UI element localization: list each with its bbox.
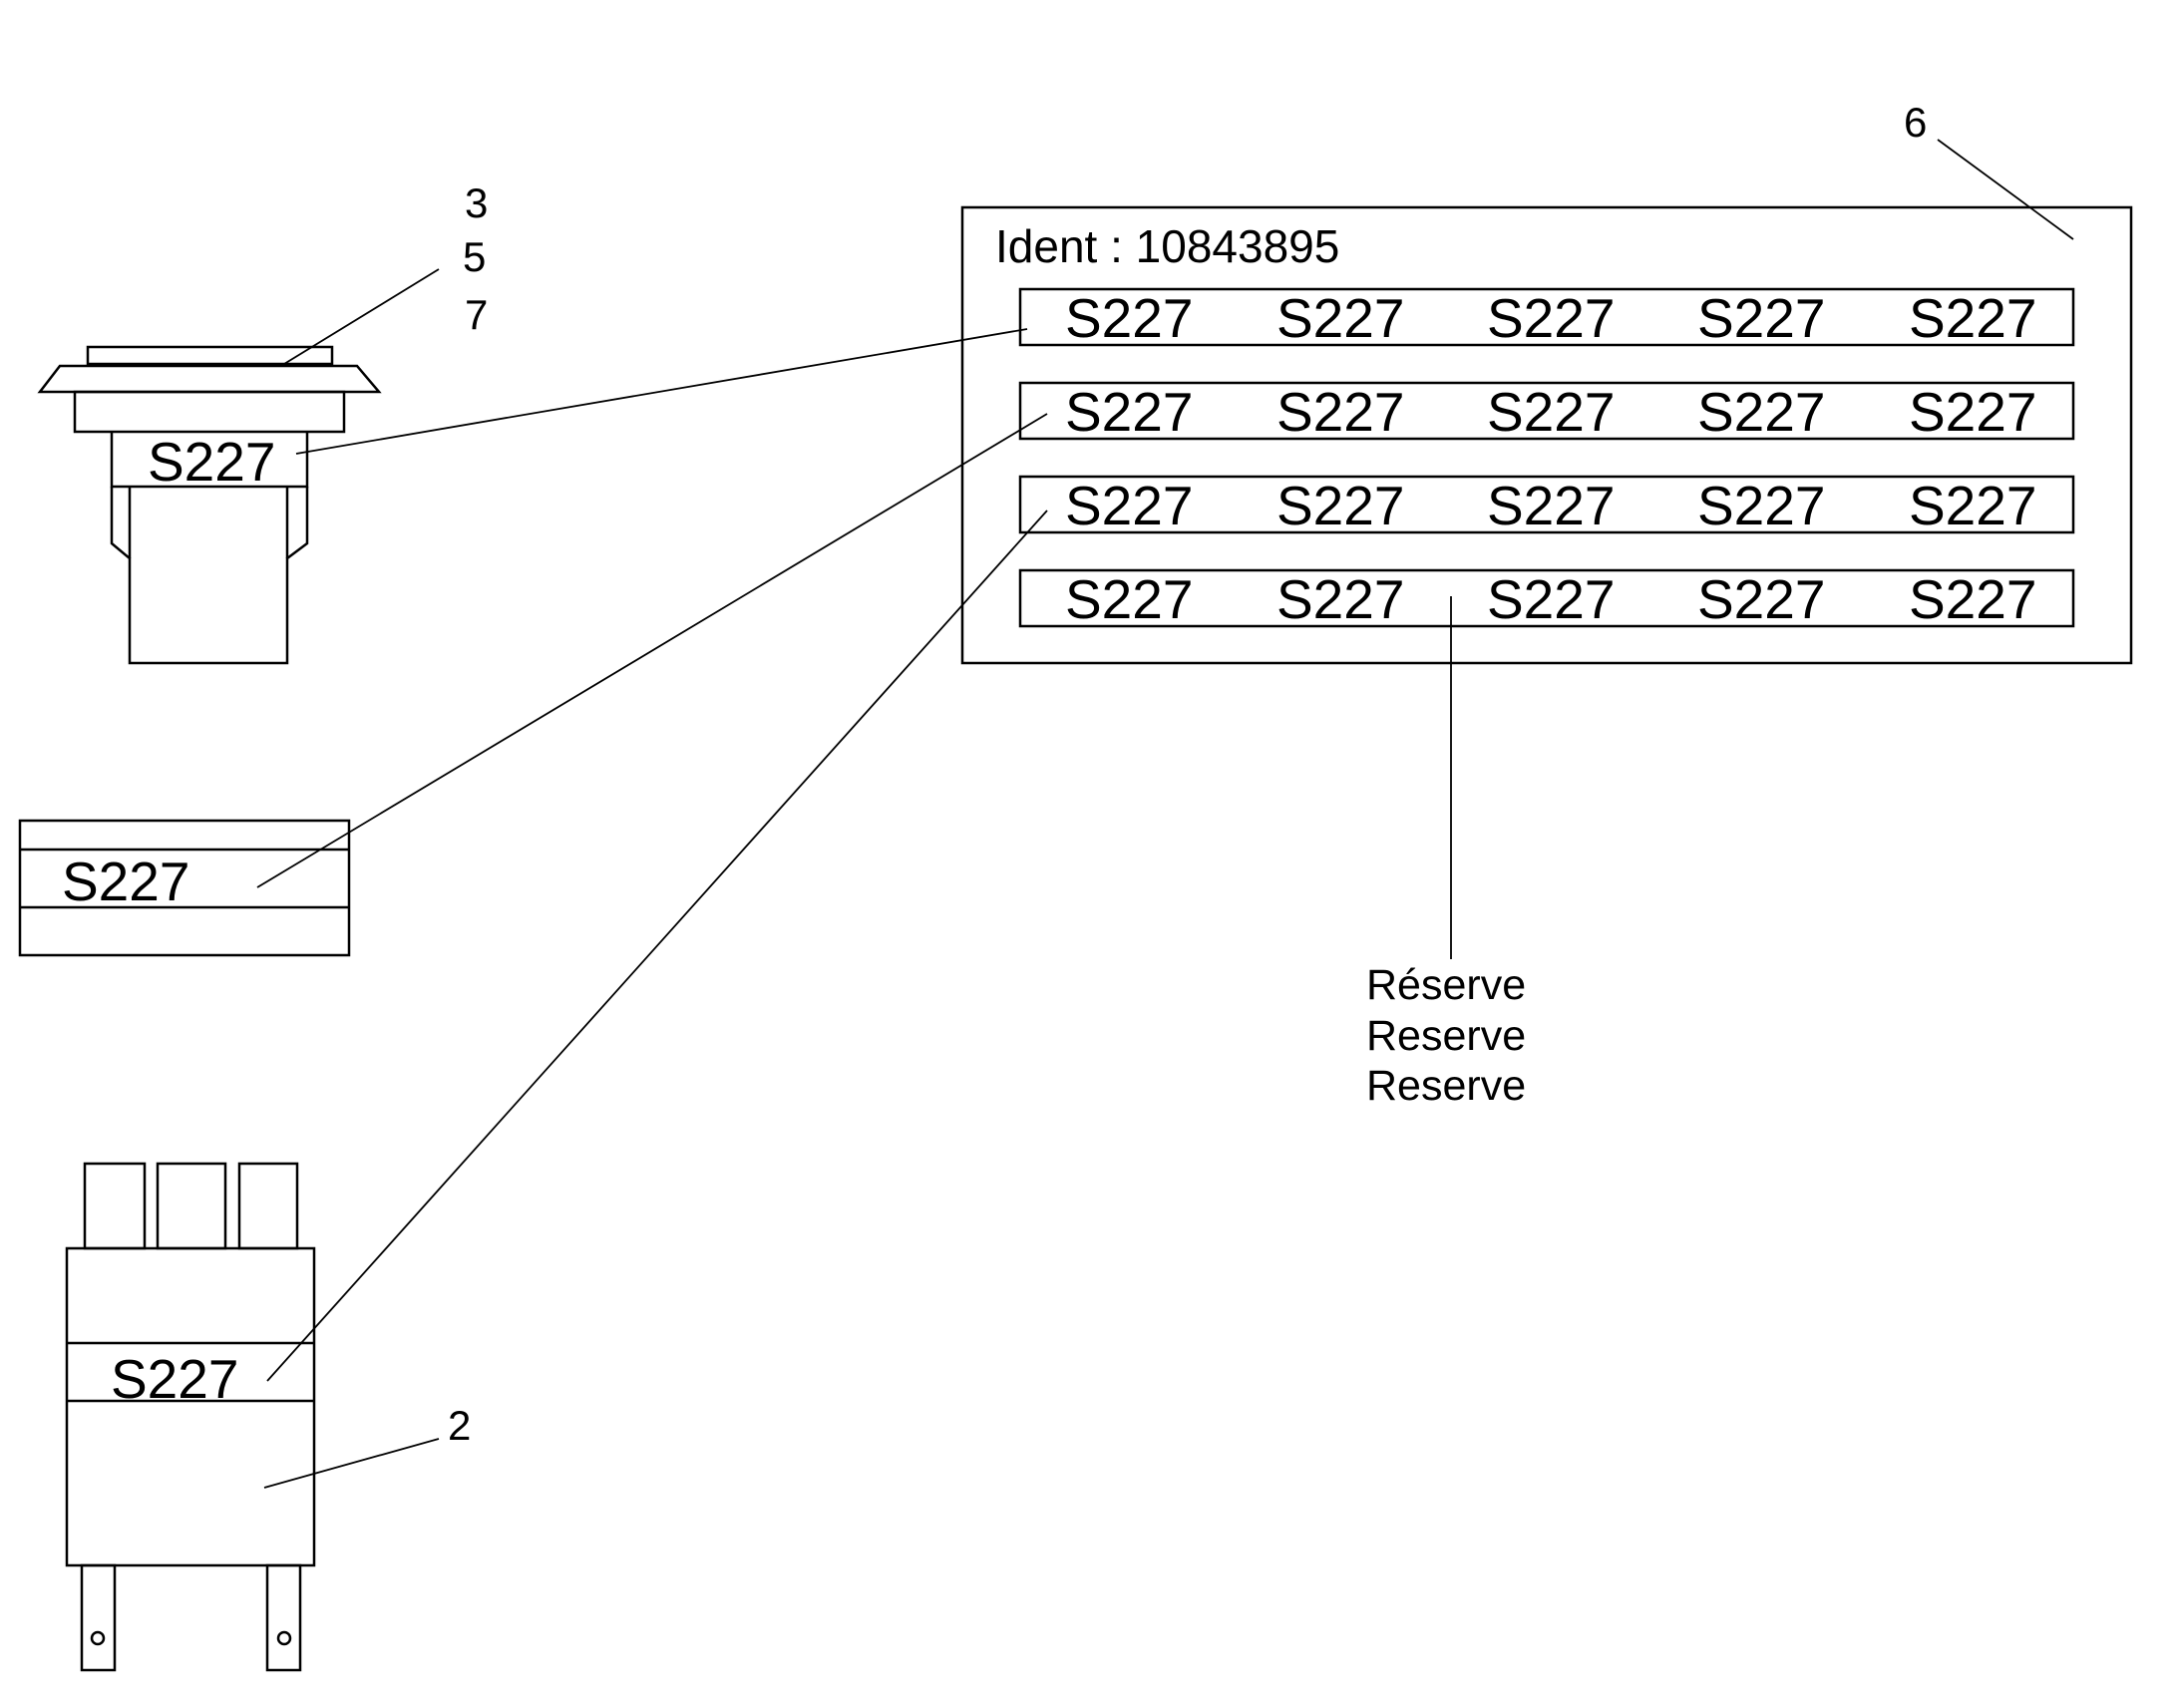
reserve-label-3: Reserve: [1366, 1062, 1526, 1110]
row-2-label-3: S227: [1487, 381, 1615, 443]
switch-component: S227: [37, 345, 382, 665]
fuse-label: S227: [62, 851, 189, 912]
row-4-label-1: S227: [1065, 568, 1193, 630]
leader-lines: [256, 139, 2074, 1489]
row-3-label-1: S227: [1065, 475, 1193, 536]
callout-3: 3: [465, 179, 488, 226]
relay-component: S227: [65, 1162, 316, 1672]
row-1-label-2: S227: [1276, 287, 1404, 349]
row-4-label-4: S227: [1697, 568, 1825, 630]
row-1-label-4: S227: [1697, 287, 1825, 349]
row-1-label-5: S227: [1909, 287, 2036, 349]
callout-7: 7: [465, 291, 488, 338]
relay-label: S227: [111, 1348, 238, 1410]
switch-label: S227: [148, 431, 275, 493]
reserve-label-1: Réserve: [1366, 961, 1526, 1009]
row-2-label-5: S227: [1909, 381, 2036, 443]
row-4-label-5: S227: [1909, 568, 2036, 630]
row-4-label-2: S227: [1276, 568, 1404, 630]
leader-relay-item2: [263, 1438, 440, 1489]
label-row-3: [1018, 475, 2075, 534]
row-2-label-4: S227: [1697, 381, 1825, 443]
leader-fuse-row2: [256, 413, 1048, 888]
ident-text: Ident : 10843895: [995, 220, 1339, 272]
row-2-label-2: S227: [1276, 381, 1404, 443]
label-row-4: [1018, 568, 2075, 628]
label-row-2: [1018, 381, 2075, 441]
row-3-label-3: S227: [1487, 475, 1615, 536]
fuse-component: S227: [18, 819, 351, 957]
leader-switch-row1: [295, 328, 1028, 455]
row-1-label-1: S227: [1065, 287, 1193, 349]
leader-sheet-item6: [1937, 139, 2074, 240]
leader-relay-row3: [266, 510, 1048, 1382]
callout-6: 6: [1904, 99, 1927, 146]
reserve-label-2: Reserve: [1366, 1012, 1526, 1060]
row-4-label-3: S227: [1487, 568, 1615, 630]
callout-2: 2: [448, 1402, 471, 1449]
label-row-1: [1018, 287, 2075, 347]
row-1-label-3: S227: [1487, 287, 1615, 349]
leader-switch-top: [283, 268, 440, 365]
row-2-label-1: S227: [1065, 381, 1193, 443]
callout-5: 5: [463, 233, 486, 280]
row-3-label-2: S227: [1276, 475, 1404, 536]
row-3-label-4: S227: [1697, 475, 1825, 536]
row-3-label-5: S227: [1909, 475, 2036, 536]
